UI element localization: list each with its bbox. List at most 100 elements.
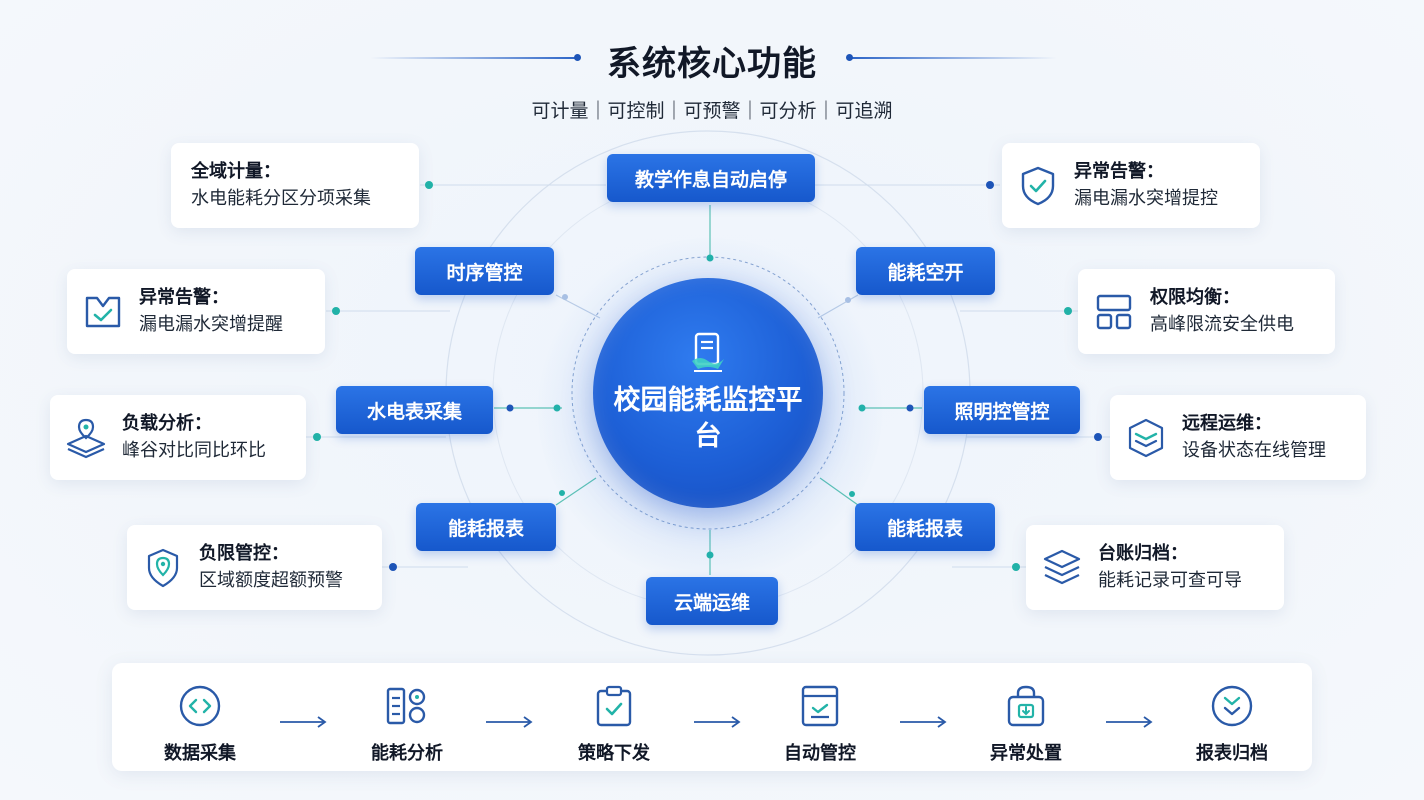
document-icon xyxy=(692,332,724,372)
process-step-label: 数据采集 xyxy=(164,743,236,764)
card-text: 负载分析： 峰谷对比同比环比 xyxy=(122,411,266,465)
card-desc: 高峰限流安全供电 xyxy=(1150,313,1294,335)
card-title: 负载分析： xyxy=(122,412,212,434)
pill-cloud-ops[interactable]: 云端运维 xyxy=(646,577,778,625)
card-title: 台账归档： xyxy=(1098,542,1188,564)
page-subtitle: 可计量｜可控制｜可预警｜可分析｜可追溯 xyxy=(531,100,893,122)
lock-box-icon xyxy=(1007,685,1045,727)
map-layers-pin-icon xyxy=(66,418,106,458)
inbox-check-icon xyxy=(85,296,121,327)
card-desc: 能耗记录可查可导 xyxy=(1098,569,1242,591)
process-step-label: 能耗分析 xyxy=(371,743,443,764)
card-text: 异常告警： 漏电漏水突增提醒 xyxy=(139,285,283,339)
pill-energy-breaker[interactable]: 能耗空开 xyxy=(856,247,995,295)
card-desc: 区域额度超额预警 xyxy=(199,569,343,591)
process-step-data-collection[interactable]: 数据采集 xyxy=(140,683,260,765)
card-desc: 漏电漏水突增提醒 xyxy=(139,313,283,335)
card-desc: 设备状态在线管理 xyxy=(1182,439,1326,461)
card-connector-dot xyxy=(425,181,433,189)
card-load-analysis: 负载分析： 峰谷对比同比环比 xyxy=(50,395,306,480)
card-connector-dot xyxy=(1094,433,1102,441)
card-title: 负限管控： xyxy=(199,542,289,564)
process-step-label: 策略下发 xyxy=(578,743,650,764)
connector-dot xyxy=(506,404,514,412)
connector-top-right xyxy=(817,294,859,319)
connector-dot xyxy=(559,490,565,496)
connector-dot xyxy=(849,491,855,497)
card-text: 台账归档： 能耗记录可查可导 xyxy=(1098,541,1242,595)
location-pin-icon xyxy=(147,548,179,587)
arrow-right-icon xyxy=(280,716,327,728)
title-decor-line-left xyxy=(370,57,575,59)
connector-dot xyxy=(858,404,866,412)
card-permission: 权限均衡： 高峰限流安全供电 xyxy=(1078,269,1335,354)
card-title: 异常告警： xyxy=(139,286,229,308)
card-connector-dot xyxy=(389,563,397,571)
card-connector-dot xyxy=(332,307,340,315)
title-decor-dot-right xyxy=(846,54,853,61)
process-step-auto-control[interactable]: 自动管控 xyxy=(760,683,880,765)
connector-dot xyxy=(706,254,714,262)
card-ledger-archive: 台账归档： 能耗记录可查可导 xyxy=(1026,525,1284,610)
card-global-metering: 全域计量： 水电能耗分区分项采集 xyxy=(171,143,419,228)
connector-bottom-left xyxy=(555,477,597,506)
connector-dot xyxy=(553,404,561,412)
card-text: 全域计量： 水电能耗分区分项采集 xyxy=(191,159,371,213)
card-title: 异常告警： xyxy=(1074,160,1164,182)
card-text: 负限管控： 区域额度超额预警 xyxy=(199,541,343,595)
arrow-right-icon xyxy=(694,716,741,728)
pill-meter-collection[interactable]: 水电表采集 xyxy=(336,386,493,434)
card-text: 远程运维： 设备状态在线管理 xyxy=(1182,411,1326,465)
card-text: 异常告警： 漏电漏水突增提控 xyxy=(1074,159,1218,213)
pill-energy-report-right[interactable]: 能耗报表 xyxy=(855,503,995,551)
card-remote-ops: 远程运维： 设备状态在线管理 xyxy=(1110,395,1366,480)
title-decor-line-right xyxy=(852,57,1057,59)
card-desc: 水电能耗分区分项采集 xyxy=(191,187,371,209)
shield-check-icon xyxy=(1021,166,1055,205)
card-title: 权限均衡： xyxy=(1150,286,1240,308)
layered-box-icon xyxy=(1128,418,1164,457)
card-connector-dot xyxy=(1012,563,1020,571)
card-text: 权限均衡： 高峰限流安全供电 xyxy=(1150,285,1294,339)
connector-dot xyxy=(906,404,914,412)
pill-lighting-control[interactable]: 照明控管控 xyxy=(924,386,1080,434)
process-step-exception-handling[interactable]: 异常处置 xyxy=(966,683,1086,765)
code-circle-icon xyxy=(179,685,221,727)
center-title: 校园能耗监控平台 xyxy=(613,385,803,452)
stack-layers-icon xyxy=(1043,549,1081,584)
process-flow-bar: 数据采集 能耗分析 xyxy=(112,663,1312,771)
connector-dot xyxy=(706,551,714,559)
arrow-right-icon xyxy=(900,716,947,728)
center-platform-node[interactable]: 校园能耗监控平台 xyxy=(593,278,823,508)
card-connector-dot xyxy=(986,181,994,189)
archive-circle-icon xyxy=(1211,685,1253,727)
card-title: 远程运维： xyxy=(1182,412,1272,434)
title-decor-dot-left xyxy=(574,54,581,61)
card-limit-control: 负限管控： 区域额度超额预警 xyxy=(127,525,382,610)
arrow-right-icon xyxy=(486,716,533,728)
connector-bottom-right xyxy=(819,477,859,506)
connector-dot xyxy=(845,297,851,303)
inner-dashed-ring xyxy=(571,256,845,530)
clipboard-check-icon xyxy=(596,685,632,727)
process-step-label: 自动管控 xyxy=(784,743,856,764)
process-step-policy-dispatch[interactable]: 策略下发 xyxy=(554,683,674,765)
card-title: 全域计量： xyxy=(191,160,281,182)
pill-energy-report-left[interactable]: 能耗报表 xyxy=(416,503,556,551)
process-step-label: 报表归档 xyxy=(1196,743,1268,764)
page-title: 系统核心功能 xyxy=(607,44,817,84)
card-desc: 峰谷对比同比环比 xyxy=(122,439,266,461)
analysis-list-icon xyxy=(386,687,426,725)
card-alarm-left: 异常告警： 漏电漏水突增提醒 xyxy=(67,269,325,354)
card-alarm-right: 异常告警： 漏电漏水突增提控 xyxy=(1002,143,1260,228)
card-connector-dot xyxy=(1064,307,1072,315)
process-step-label: 异常处置 xyxy=(990,743,1062,764)
process-step-report-archive[interactable]: 报表归档 xyxy=(1172,683,1292,765)
grid-blocks-icon xyxy=(1096,294,1132,329)
pill-teaching-schedule[interactable]: 教学作息自动启停 xyxy=(607,154,815,202)
pill-timing-control[interactable]: 时序管控 xyxy=(415,247,554,295)
arrow-right-icon xyxy=(1106,716,1153,728)
process-step-energy-analysis[interactable]: 能耗分析 xyxy=(347,683,467,765)
connector-dot xyxy=(562,294,568,300)
